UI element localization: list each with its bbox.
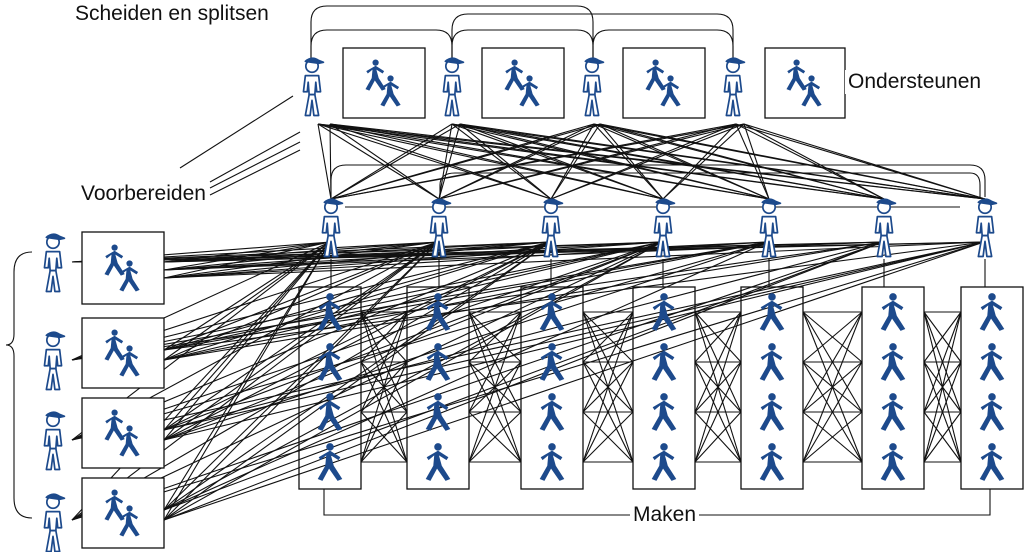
label-maken: Maken — [630, 503, 700, 527]
left-pair-box-2 — [81, 317, 165, 389]
mid-worker-icon-6 — [874, 198, 897, 258]
label-voorbereiden: Voorbereiden — [78, 182, 209, 206]
top-pair-box-3 — [622, 47, 706, 119]
person-icon — [979, 393, 1005, 431]
person-icon — [651, 393, 677, 431]
connection-lines — [5, 5, 991, 521]
mid-worker-icon-7 — [975, 198, 998, 258]
maker-column-2 — [406, 286, 470, 490]
left-worker-icon-3 — [43, 411, 66, 471]
person-icon — [539, 443, 565, 481]
person-icon — [880, 443, 906, 481]
person-icon — [317, 393, 343, 431]
maker-column-1 — [298, 286, 362, 490]
maker-column-6 — [861, 286, 925, 490]
top-pair-box-2 — [481, 47, 565, 119]
person-icon — [880, 393, 906, 431]
label-ondersteunen: Ondersteunen — [845, 70, 985, 94]
top-worker-icon-2 — [442, 57, 465, 117]
label-scheiden-en-splitsen: Scheiden en splitsen — [72, 2, 272, 26]
maker-column-7 — [960, 286, 1024, 490]
person-icon — [759, 443, 785, 481]
person-icon — [425, 393, 451, 431]
person-icon — [759, 393, 785, 431]
mid-worker-icon-5 — [759, 198, 782, 258]
left-pair-box-1 — [81, 231, 165, 305]
top-pair-box-1 — [342, 47, 426, 119]
maker-column-5 — [740, 286, 804, 490]
person-icon — [651, 293, 677, 331]
person-icon — [759, 343, 785, 381]
person-icon — [651, 343, 677, 381]
diagram-nodes — [43, 47, 1024, 552]
person-icon — [539, 393, 565, 431]
top-worker-icon-1 — [302, 57, 325, 117]
left-worker-icon-4 — [43, 493, 66, 552]
left-pair-box-4 — [81, 477, 165, 549]
person-icon — [979, 293, 1005, 331]
person-icon — [979, 443, 1005, 481]
person-icon — [317, 443, 343, 481]
person-icon — [880, 343, 906, 381]
top-pair-box-4 — [764, 47, 846, 119]
person-icon — [425, 443, 451, 481]
maker-column-3 — [520, 286, 584, 490]
mid-worker-icon-2 — [429, 198, 452, 258]
top-worker-icon-3 — [582, 57, 605, 117]
person-icon — [880, 293, 906, 331]
maker-column-4 — [632, 286, 696, 490]
person-icon — [979, 343, 1005, 381]
left-worker-icon-1 — [43, 233, 66, 293]
left-pair-box-3 — [81, 397, 165, 469]
person-icon — [651, 443, 677, 481]
person-icon — [759, 293, 785, 331]
person-icon — [317, 343, 343, 381]
top-worker-icon-4 — [723, 57, 746, 117]
left-worker-icon-2 — [43, 331, 66, 391]
